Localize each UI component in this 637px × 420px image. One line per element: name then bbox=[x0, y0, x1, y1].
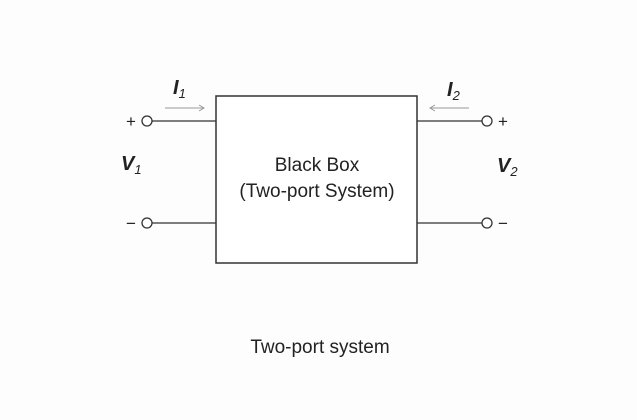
port2-current-label: I2 bbox=[447, 79, 461, 103]
port2-voltage-label: V2 bbox=[497, 155, 518, 179]
port1-current-label: I1 bbox=[173, 77, 186, 101]
port2-plus-sign: + bbox=[498, 112, 508, 131]
current-arrow-right-icon bbox=[165, 104, 205, 112]
box-title: Black Box bbox=[275, 155, 360, 176]
black-box bbox=[215, 95, 418, 264]
port1-voltage-label: V1 bbox=[121, 153, 142, 177]
port1-plus-sign: + bbox=[126, 112, 136, 131]
caption: Two-port system bbox=[250, 337, 389, 358]
port1-minus-terminal bbox=[141, 217, 153, 229]
box-subtitle: (Two-port System) bbox=[239, 181, 394, 202]
port2-minus-sign: − bbox=[498, 214, 508, 233]
port1-minus-sign: − bbox=[126, 214, 136, 233]
current-arrow-left-icon bbox=[429, 104, 469, 112]
port2-plus-terminal bbox=[481, 115, 493, 127]
port2-minus-terminal bbox=[481, 217, 493, 229]
port1-plus-terminal bbox=[141, 115, 153, 127]
